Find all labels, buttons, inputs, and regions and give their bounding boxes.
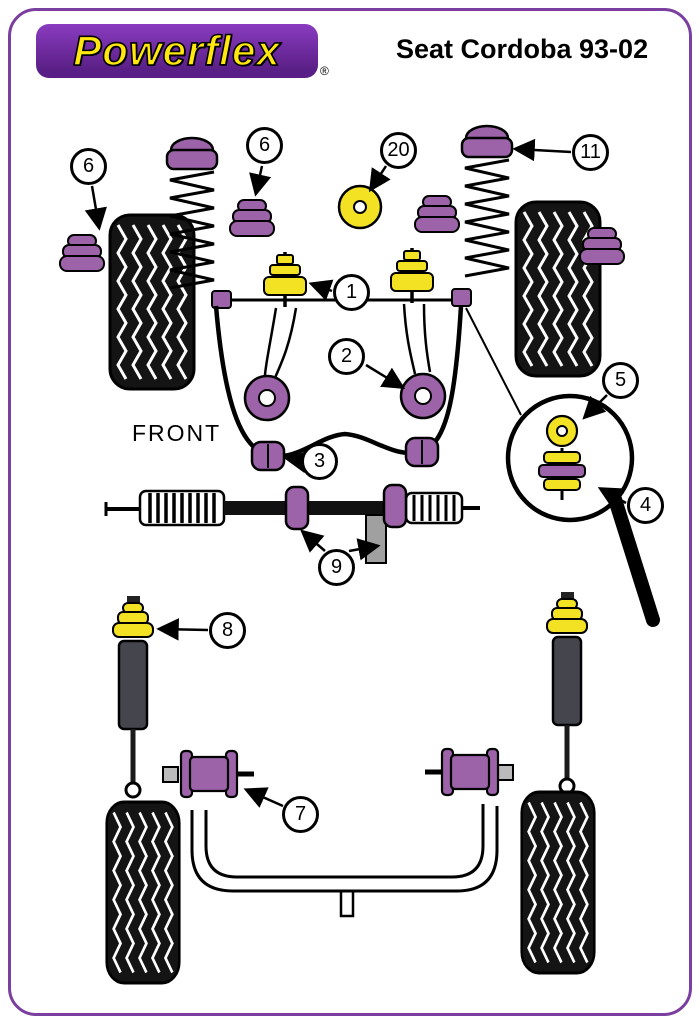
drop-link-detail — [538, 414, 586, 500]
arb-bush-right — [404, 436, 440, 468]
callout-6-inner: 6 — [246, 127, 283, 164]
callout-4: 4 — [627, 487, 664, 524]
strut-top-mount-right — [460, 124, 514, 159]
vehicle-title: Seat Cordoba 93-02 — [396, 34, 649, 64]
rack-mount-bush-right — [382, 483, 408, 529]
rear-axle-beam — [190, 804, 499, 918]
magnifier-handle — [606, 486, 660, 627]
rack-boot-left — [138, 489, 226, 527]
bump-stop-inner-left — [229, 199, 275, 237]
callout-arrows — [84, 138, 627, 808]
rack-mount-bush-left — [284, 485, 310, 531]
callout-1: 1 — [333, 274, 370, 311]
rear-right-tyre — [520, 790, 596, 975]
arrow-9-left — [300, 529, 326, 553]
callout-7: 7 — [282, 796, 319, 833]
arrow-6-inner — [249, 165, 272, 197]
callout-8: 8 — [209, 612, 246, 649]
wishbone-bush-right — [399, 372, 447, 420]
drop-link-right — [389, 248, 435, 304]
steering-washer-item-20 — [337, 184, 383, 230]
front-suspension — [59, 124, 660, 627]
arrow-3 — [284, 450, 309, 474]
callout-2: 2 — [328, 338, 365, 375]
strut-top-mount-left — [165, 136, 219, 171]
rear-shock-right — [546, 592, 588, 795]
arrow-1 — [308, 279, 334, 301]
callout-5: 5 — [602, 362, 639, 399]
rear-suspension — [105, 592, 596, 985]
rack-body — [224, 501, 406, 515]
anti-roll-bar — [213, 305, 464, 459]
bump-stop-inner-right — [414, 195, 460, 233]
arrow-5 — [582, 394, 608, 420]
powerflex-logo: Powerflex — [36, 24, 318, 78]
arrow-8 — [156, 618, 209, 641]
arrow-9-right — [348, 538, 381, 561]
rear-left-tyre — [105, 800, 181, 985]
arb-bush-left — [250, 440, 286, 472]
rear-top-mount-right — [546, 598, 588, 634]
subframe-bracket-right — [451, 288, 472, 307]
coil-spring-right — [464, 158, 510, 278]
coil-spring-left — [169, 170, 215, 290]
trailing-arm-bush-left — [162, 749, 254, 799]
front-left-tyre — [108, 213, 196, 391]
arrow-2 — [365, 363, 406, 389]
arrow-6-left — [84, 185, 107, 231]
arrow-7 — [243, 787, 284, 808]
trailing-arm-bush-right — [425, 747, 514, 797]
rack-boot-right — [404, 491, 464, 525]
wishbone-right — [402, 303, 432, 375]
subframe-bracket-left — [211, 290, 232, 309]
powerflex-logo-text: Powerflex — [72, 26, 281, 75]
callout-20: 20 — [380, 132, 417, 169]
callout-6-left: 6 — [70, 148, 107, 185]
front-right-tyre — [514, 200, 602, 378]
rack-pinion-bracket — [365, 514, 387, 564]
wishbone-bush-left — [243, 374, 291, 422]
registered-trademark-mark: ® — [320, 64, 329, 78]
rear-top-mount-left — [112, 602, 154, 638]
callout-9: 9 — [318, 549, 355, 586]
rear-shock-left — [112, 596, 154, 799]
callout-11: 11 — [572, 134, 609, 171]
steering-rack — [104, 483, 480, 564]
arrow-20 — [368, 165, 391, 193]
front-direction-label: FRONT — [132, 420, 222, 446]
magnifier-pointer-line — [465, 307, 522, 416]
arrow-11 — [512, 138, 572, 162]
arrow-4 — [597, 487, 627, 508]
wishbone-left — [263, 307, 298, 381]
callout-3: 3 — [301, 443, 338, 480]
bump-stop-outer-left — [59, 234, 105, 272]
